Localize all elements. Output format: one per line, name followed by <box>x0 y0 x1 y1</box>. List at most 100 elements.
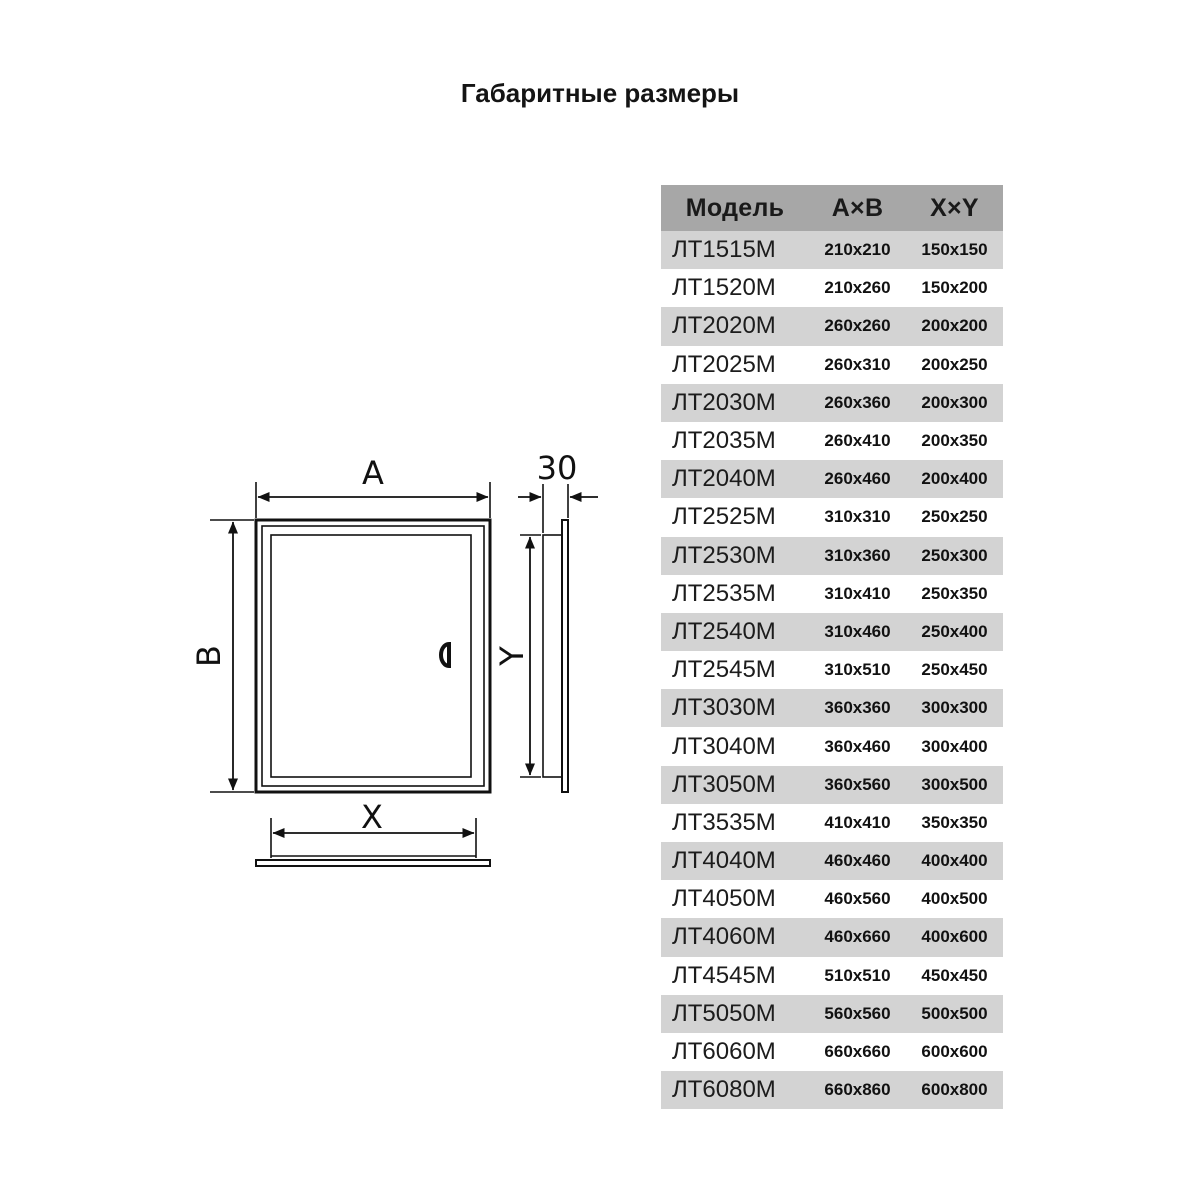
bottom-flange <box>255 859 491 867</box>
cell-ab: 360x360 <box>809 689 906 728</box>
label-y: Y <box>493 646 531 667</box>
inner-frame <box>261 525 485 787</box>
cell-ab: 310x360 <box>809 536 906 575</box>
cell-xy: 500x500 <box>906 994 1003 1033</box>
cell-ab: 260x310 <box>824 354 891 374</box>
dimension-b: B <box>190 519 254 793</box>
cell-ab: 460x660 <box>809 918 906 957</box>
cell-model: ЛТ4060М <box>661 918 809 957</box>
cell-xy: 150x200 <box>921 278 988 298</box>
cell-model: ЛТ2020М <box>661 307 809 346</box>
cell-ab: 360x560 <box>809 765 906 804</box>
cell-model: ЛТ2030М <box>661 383 809 422</box>
cell-xy: 600x600 <box>921 1042 988 1062</box>
cell-model: ЛТ2025М <box>672 350 776 378</box>
cell-xy: 400x500 <box>921 889 988 909</box>
cell-xy: 250x400 <box>906 612 1003 652</box>
label-depth: 30 <box>537 449 578 487</box>
cell-model: ЛТ4545М <box>672 961 776 989</box>
cell-ab: 310x460 <box>809 612 906 652</box>
label-a: A <box>362 454 384 492</box>
page-title: Габаритные размеры <box>460 78 740 108</box>
front-view <box>254 518 492 794</box>
lock-icon <box>439 641 451 669</box>
table-row: ЛТ6060М 660x660 600x600 <box>661 1033 1003 1071</box>
cell-xy: 250x300 <box>906 536 1003 575</box>
cell-xy: 200x350 <box>921 431 988 451</box>
cell-xy: 400x600 <box>906 918 1003 957</box>
header-xy: X×Y <box>906 185 1003 231</box>
cell-ab: 460x460 <box>809 842 906 881</box>
table-header-row: Модель A×B X×Y <box>661 185 1003 231</box>
cell-xy: 250x350 <box>921 583 988 603</box>
cell-model: ЛТ2540М <box>661 612 809 652</box>
cell-model: ЛТ5050М <box>661 994 809 1033</box>
cell-model: ЛТ2040М <box>661 460 809 499</box>
cell-xy: 150x150 <box>906 231 1003 270</box>
cell-xy: 300x500 <box>906 765 1003 804</box>
cell-ab: 510x510 <box>824 965 891 985</box>
cell-model: ЛТ3030М <box>661 689 809 728</box>
cell-model: ЛТ2535М <box>672 579 776 607</box>
cell-model: ЛТ2545М <box>672 656 776 684</box>
cell-ab: 560x560 <box>809 994 906 1033</box>
header-model: Модель <box>661 185 809 231</box>
cell-ab: 460x560 <box>824 889 891 909</box>
cell-xy: 300x400 <box>921 736 988 756</box>
cell-ab: 310x310 <box>824 507 891 527</box>
cell-ab: 260x360 <box>809 383 906 422</box>
cell-xy: 200x200 <box>906 307 1003 346</box>
dimension-a: A <box>255 454 491 518</box>
header-ab: A×B <box>809 185 906 231</box>
cell-model: ЛТ2530М <box>661 536 809 575</box>
cell-ab: 260x410 <box>824 431 891 451</box>
cell-ab: 260x260 <box>809 307 906 346</box>
cell-ab: 660x660 <box>824 1042 891 1062</box>
cell-xy: 600x800 <box>906 1071 1003 1110</box>
cell-xy: 400x400 <box>906 842 1003 881</box>
cell-xy: 300x300 <box>906 689 1003 728</box>
outer-frame <box>254 518 492 794</box>
cell-ab: 260x460 <box>809 460 906 499</box>
cell-xy: 200x300 <box>906 383 1003 422</box>
side-flange <box>561 519 569 793</box>
cell-xy: 250x250 <box>921 507 988 527</box>
cell-ab: 210x260 <box>824 278 891 298</box>
label-b: B <box>190 645 228 667</box>
cell-xy: 200x250 <box>921 354 988 374</box>
cell-model: ЛТ1515М <box>661 231 809 270</box>
cell-xy: 250x450 <box>921 660 988 680</box>
cell-model: ЛТ6060М <box>672 1038 776 1066</box>
cell-model: ЛТ6080М <box>661 1071 809 1110</box>
cell-model: ЛТ2525М <box>672 503 776 531</box>
cell-model: ЛТ1520М <box>672 274 776 302</box>
door-panel <box>270 534 472 778</box>
cell-model: ЛТ3040М <box>672 732 776 760</box>
cell-ab: 210x210 <box>809 231 906 270</box>
table-row: ЛТ2525М 310x310 250x250 <box>661 498 1003 536</box>
table-row: ЛТ2025М 260x310 200x250 <box>661 346 1003 384</box>
cell-model: ЛТ4040М <box>661 842 809 881</box>
cell-xy: 350x350 <box>921 812 988 832</box>
side-view: Y 30 <box>493 449 598 793</box>
cell-model: ЛТ2035М <box>672 427 776 455</box>
bottom-view: X <box>255 798 491 867</box>
